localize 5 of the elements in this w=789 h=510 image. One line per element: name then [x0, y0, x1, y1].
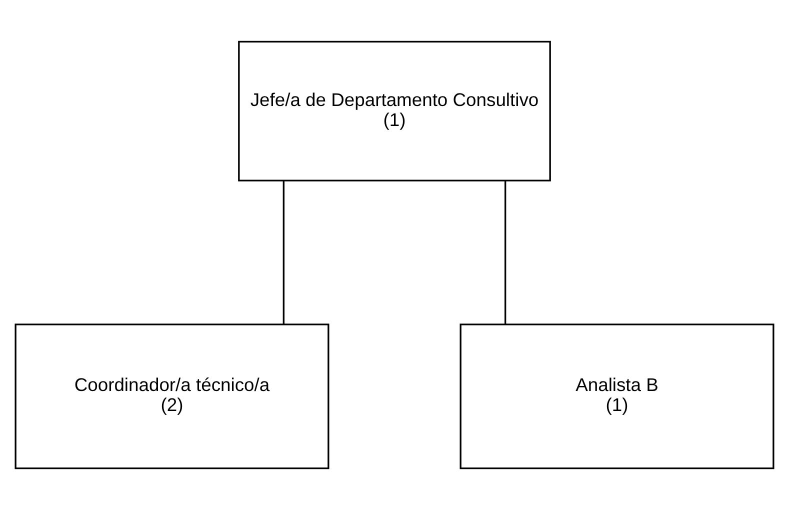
connector	[504, 180, 506, 324]
node-box: Jefe/a de Departamento Consultivo (1)	[238, 40, 551, 182]
node-box: Analista B (1)	[460, 324, 774, 470]
node-box: Coordinador/a técnico/a (2)	[14, 324, 330, 470]
connector	[282, 180, 284, 324]
